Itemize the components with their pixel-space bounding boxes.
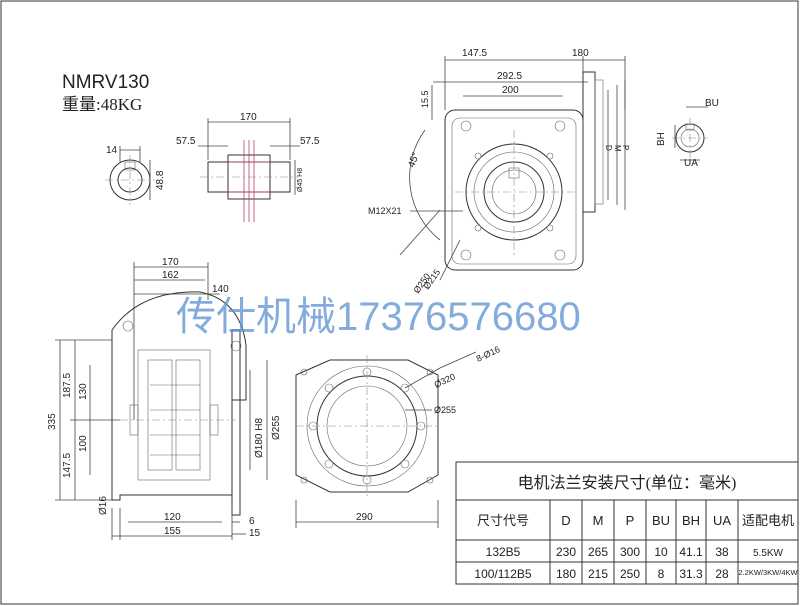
letter-p: P xyxy=(621,145,630,150)
shaft-end-view: 14 48.8 xyxy=(105,145,166,205)
row1-motor: 5.5KW xyxy=(753,548,784,559)
holes-8-d16: 8-Ø16 xyxy=(475,344,502,364)
dim-15: 15 xyxy=(249,528,261,539)
thread-m12x21: M12X21 xyxy=(368,206,402,216)
row1-ua: 38 xyxy=(715,545,729,559)
dim-120: 120 xyxy=(164,512,181,523)
th-p: P xyxy=(626,513,635,528)
dim-100: 100 xyxy=(78,435,89,452)
dim-170: 170 xyxy=(162,257,179,268)
dim-130: 130 xyxy=(78,383,89,400)
letter-d: D xyxy=(604,145,613,151)
output-shaft-section: 170 57.5 57.5 Ø45 H8 xyxy=(176,112,320,222)
row1-p: 300 xyxy=(620,545,640,559)
angle-45: 45° xyxy=(406,151,422,169)
flange-dimension-table: 电机法兰安装尺寸(单位：毫米) 尺寸代号 D M P BU BH UA 适配电机… xyxy=(455,461,799,585)
row2-bh: 31.3 xyxy=(679,567,703,581)
row2-m: 215 xyxy=(588,567,608,581)
row2-code: 100/112B5 xyxy=(474,567,531,581)
dim-180: 180 xyxy=(572,48,589,59)
row1-bh: 41.1 xyxy=(679,545,703,559)
dim-162: 162 xyxy=(162,270,179,281)
dim-290: 290 xyxy=(356,512,373,523)
dim-335: 335 xyxy=(47,413,58,430)
shaft-diameter: Ø45 H8 xyxy=(297,168,304,192)
row2-motor: 2.2KW/3KW/4KW xyxy=(738,568,798,577)
th-bh: BH xyxy=(682,513,700,528)
row2-d: 180 xyxy=(556,567,576,581)
dim-200: 200 xyxy=(502,85,519,96)
th-ua: UA xyxy=(713,513,731,528)
dim-d255: Ø255 xyxy=(271,415,282,440)
row1-d: 230 xyxy=(556,545,576,559)
bore-dim: 48.8 xyxy=(155,170,166,190)
keyway-dim: 14 xyxy=(106,145,118,156)
dim-15-5: 15.5 xyxy=(420,90,430,108)
label-bu: BU xyxy=(705,98,719,109)
dim-292-5: 292.5 xyxy=(497,71,522,82)
label-ua: UA xyxy=(684,158,698,169)
model-title: NMRV130 xyxy=(62,72,149,93)
watermark-text: 传仕机械17376576680 xyxy=(176,295,581,339)
gearbox-side-view: 170 162 140 335 187.5 147.5 130 100 Ø16 xyxy=(47,257,282,540)
dim-155: 155 xyxy=(164,526,181,537)
gearbox-front-view: 147.5 180 292.5 200 15.5 D M P xyxy=(368,48,630,295)
table-title: 电机法兰安装尺寸(单位：毫米) xyxy=(518,473,737,492)
shaft-left-length: 57.5 xyxy=(176,136,196,147)
th-bu: BU xyxy=(652,513,670,528)
weight-label: 重量:48KG xyxy=(62,95,142,114)
row1-m: 265 xyxy=(588,545,608,559)
row1-bu: 10 xyxy=(654,545,668,559)
dim-d16: Ø16 xyxy=(98,496,109,515)
th-d: D xyxy=(561,513,570,528)
th-m: M xyxy=(593,513,604,528)
row2-bu: 8 xyxy=(658,567,665,581)
dim-6: 6 xyxy=(249,516,255,527)
dim-140: 140 xyxy=(212,284,229,295)
input-key-view: BU BH UA xyxy=(656,98,719,169)
dim-187-5: 187.5 xyxy=(62,373,73,398)
shaft-total-length: 170 xyxy=(240,112,257,123)
dim-147-5-side: 147.5 xyxy=(62,453,73,478)
dim-d180-h8: Ø180 H8 xyxy=(254,418,265,458)
letter-m: M xyxy=(613,145,622,152)
row2-ua: 28 xyxy=(715,567,729,581)
row1-code: 132B5 xyxy=(486,545,521,559)
row2-p: 250 xyxy=(620,567,640,581)
dim-147-5: 147.5 xyxy=(462,48,487,59)
dim-d255-flange: Ø255 xyxy=(434,405,456,415)
shaft-right-length: 57.5 xyxy=(300,136,320,147)
th-code: 尺寸代号 xyxy=(477,513,529,528)
label-bh: BH xyxy=(656,132,667,146)
th-motor: 适配电机 xyxy=(742,513,794,528)
